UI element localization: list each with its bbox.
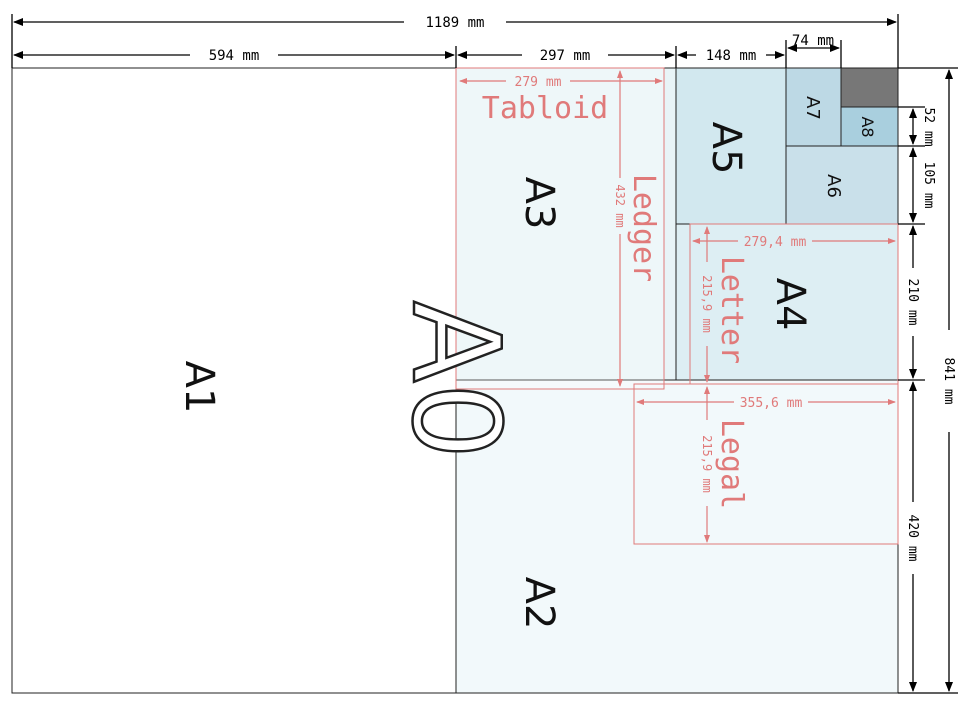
tabloid-outline (455, 67, 665, 390)
total-width-label: 1189 mm (425, 15, 484, 31)
ledger-label: Ledger (626, 174, 661, 282)
tabloid-label: Tabloid (482, 91, 608, 126)
a4-label: A4 (767, 278, 813, 331)
a8-sheet (840, 106, 899, 147)
a6-label: A6 (823, 174, 844, 198)
a7-width-label: 74 mm (792, 33, 834, 49)
a4-height-label: 210 mm (905, 279, 920, 326)
a6-sheet (785, 145, 899, 225)
a5-label: A5 (703, 122, 749, 175)
a2-height-label: 420 mm (905, 515, 920, 562)
legal-label: Legal (714, 419, 749, 509)
a5-sheet (675, 67, 787, 225)
us-format-overlays (455, 67, 899, 545)
letter-label: Letter (714, 256, 749, 364)
a0-sheet-group (11, 67, 899, 694)
total-height-label: 841 mm (941, 358, 956, 405)
a1-label: A1 (176, 361, 222, 414)
a3-width-label: 297 mm (540, 48, 591, 64)
legal-outline (633, 383, 899, 545)
a1-sheet (11, 67, 457, 694)
letter-width-label: 279,4 mm (744, 235, 807, 250)
a8-height-label: 52 mm (921, 107, 936, 146)
legal-height-label: 215,9 mm (700, 435, 714, 493)
tabloid-height-label: 432 mm (613, 184, 627, 227)
a8-label: A8 (858, 116, 877, 137)
a7-sheet (785, 67, 842, 147)
a3-label: A3 (516, 177, 562, 230)
a2-label: A2 (516, 577, 562, 630)
a2-sheet (455, 379, 899, 694)
a5-width-label: 148 mm (706, 48, 757, 64)
letter-height-label: 215,9 mm (700, 275, 714, 333)
remainder-block (840, 67, 899, 108)
a4-sheet (675, 223, 899, 381)
legal-width-label: 355,6 mm (740, 396, 803, 411)
a1-width-label: 594 mm (209, 48, 260, 64)
a7-label: A7 (802, 96, 823, 120)
a6-height-label: 105 mm (921, 162, 936, 209)
tabloid-width-label: 279 mm (515, 75, 562, 90)
a0-label: A0 (385, 301, 524, 459)
